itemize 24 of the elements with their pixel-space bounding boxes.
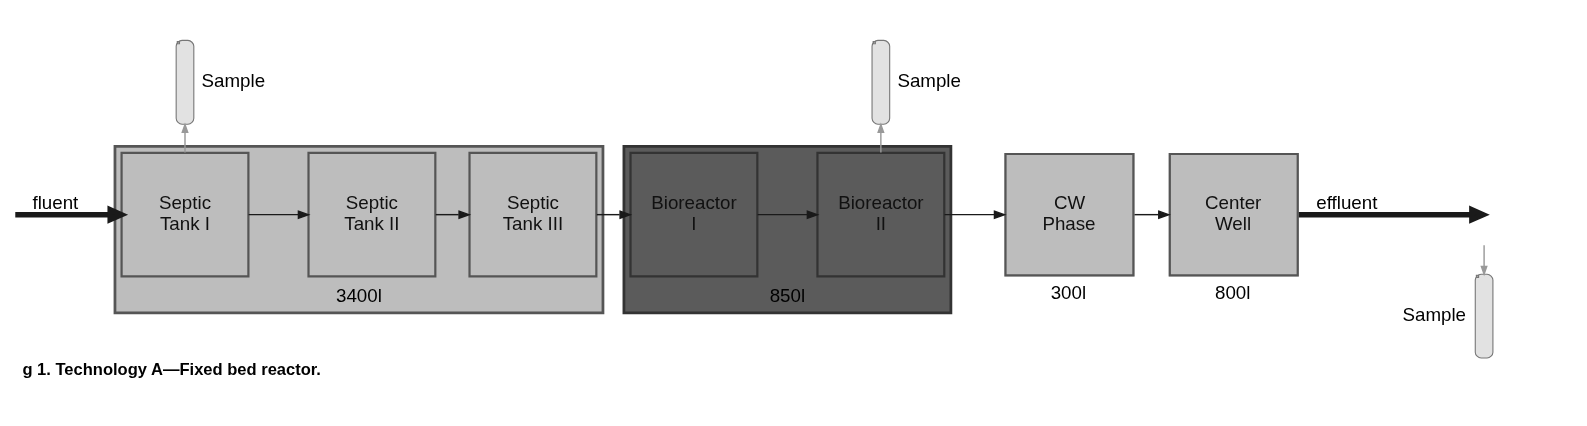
node-label: Sample bbox=[201, 69, 266, 91]
node-label: Sample bbox=[1402, 303, 1467, 325]
arrow bbox=[247, 210, 311, 220]
node-label: 800l bbox=[1215, 282, 1251, 304]
node-label: 300l bbox=[1050, 282, 1087, 304]
node-box: Bioreactor II bbox=[816, 151, 946, 278]
arrow bbox=[435, 210, 472, 220]
node-box: Septic Tank III bbox=[468, 151, 598, 278]
arrow bbox=[943, 210, 1007, 220]
node-box: Septic Tank II bbox=[307, 151, 437, 278]
arrow bbox=[1480, 244, 1488, 277]
arrow bbox=[877, 122, 885, 154]
arrow bbox=[181, 122, 189, 154]
node-label: Sample bbox=[897, 69, 961, 91]
arrow bbox=[1133, 210, 1171, 220]
node-box: Septic Tank I bbox=[120, 151, 250, 278]
arrow bbox=[756, 210, 820, 220]
arrow bbox=[1298, 205, 1490, 224]
arrow bbox=[596, 210, 633, 220]
arrow bbox=[15, 205, 129, 224]
edge-label: effluent bbox=[1316, 191, 1378, 213]
node-box: Bioreactor I bbox=[629, 151, 759, 278]
edge-label: fluent bbox=[32, 191, 79, 213]
caption: g 1. Technology A—Fixed bed reactor. bbox=[22, 359, 321, 379]
